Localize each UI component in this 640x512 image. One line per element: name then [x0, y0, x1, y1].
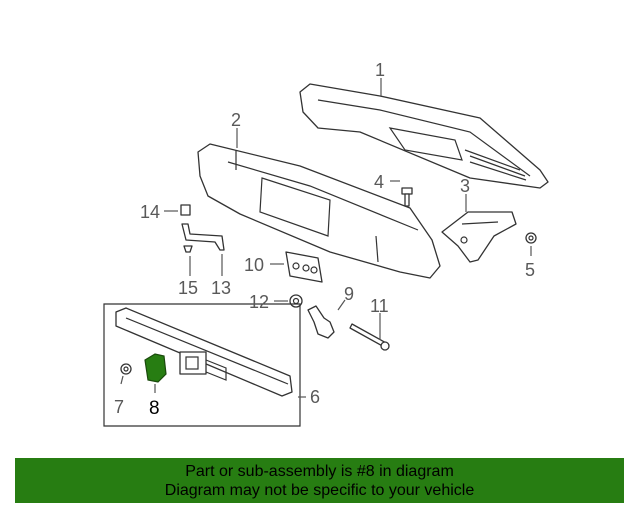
- callout-labels: 1 2 3 4 5 6 7 8 9 10 11 12 13 14 15: [114, 60, 535, 419]
- callout-3: 3: [460, 176, 470, 196]
- part-14-clip: [180, 204, 191, 216]
- callout-5: 5: [525, 260, 535, 280]
- part-15-clip: [183, 245, 193, 253]
- footer-banner: Part or sub-assembly is #8 in diagram Di…: [15, 458, 624, 503]
- part-1-bumper-step-pad: [299, 83, 549, 189]
- callout-11: 11: [370, 296, 389, 316]
- part-6-hitch-assembly-box: [103, 303, 301, 427]
- callout-4: 4: [374, 172, 384, 192]
- callout-7: 7: [114, 397, 124, 417]
- part-5-bolt: [525, 232, 537, 244]
- callout-8: 8: [149, 398, 160, 419]
- callout-2: 2: [231, 110, 241, 130]
- footer-line-1: Part or sub-assembly is #8 in diagram: [185, 462, 454, 480]
- callout-15: 15: [178, 278, 198, 298]
- part-11-long-bolt: [349, 323, 390, 351]
- callout-1: 1: [375, 60, 385, 80]
- callout-10: 10: [244, 255, 264, 275]
- callout-12: 12: [249, 292, 269, 312]
- callout-6: 6: [310, 387, 320, 407]
- part-3-bumper-bracket: [441, 211, 517, 263]
- leader-lines: [120, 78, 532, 398]
- part-13-brace: [181, 223, 225, 251]
- footer-line-2: Diagram may not be specific to your vehi…: [164, 481, 475, 499]
- callout-9: 9: [344, 284, 354, 304]
- part-2-bumper-face-bar: [197, 143, 441, 279]
- callout-14: 14: [140, 202, 160, 222]
- part-4-bolt: [401, 187, 413, 207]
- part-9-u-bolt: [307, 305, 335, 339]
- part-7-bolt: [120, 363, 132, 375]
- part-10-plate-bracket: [285, 251, 323, 283]
- part-8-highlighted-bracket: [144, 353, 167, 383]
- callout-13: 13: [211, 278, 231, 298]
